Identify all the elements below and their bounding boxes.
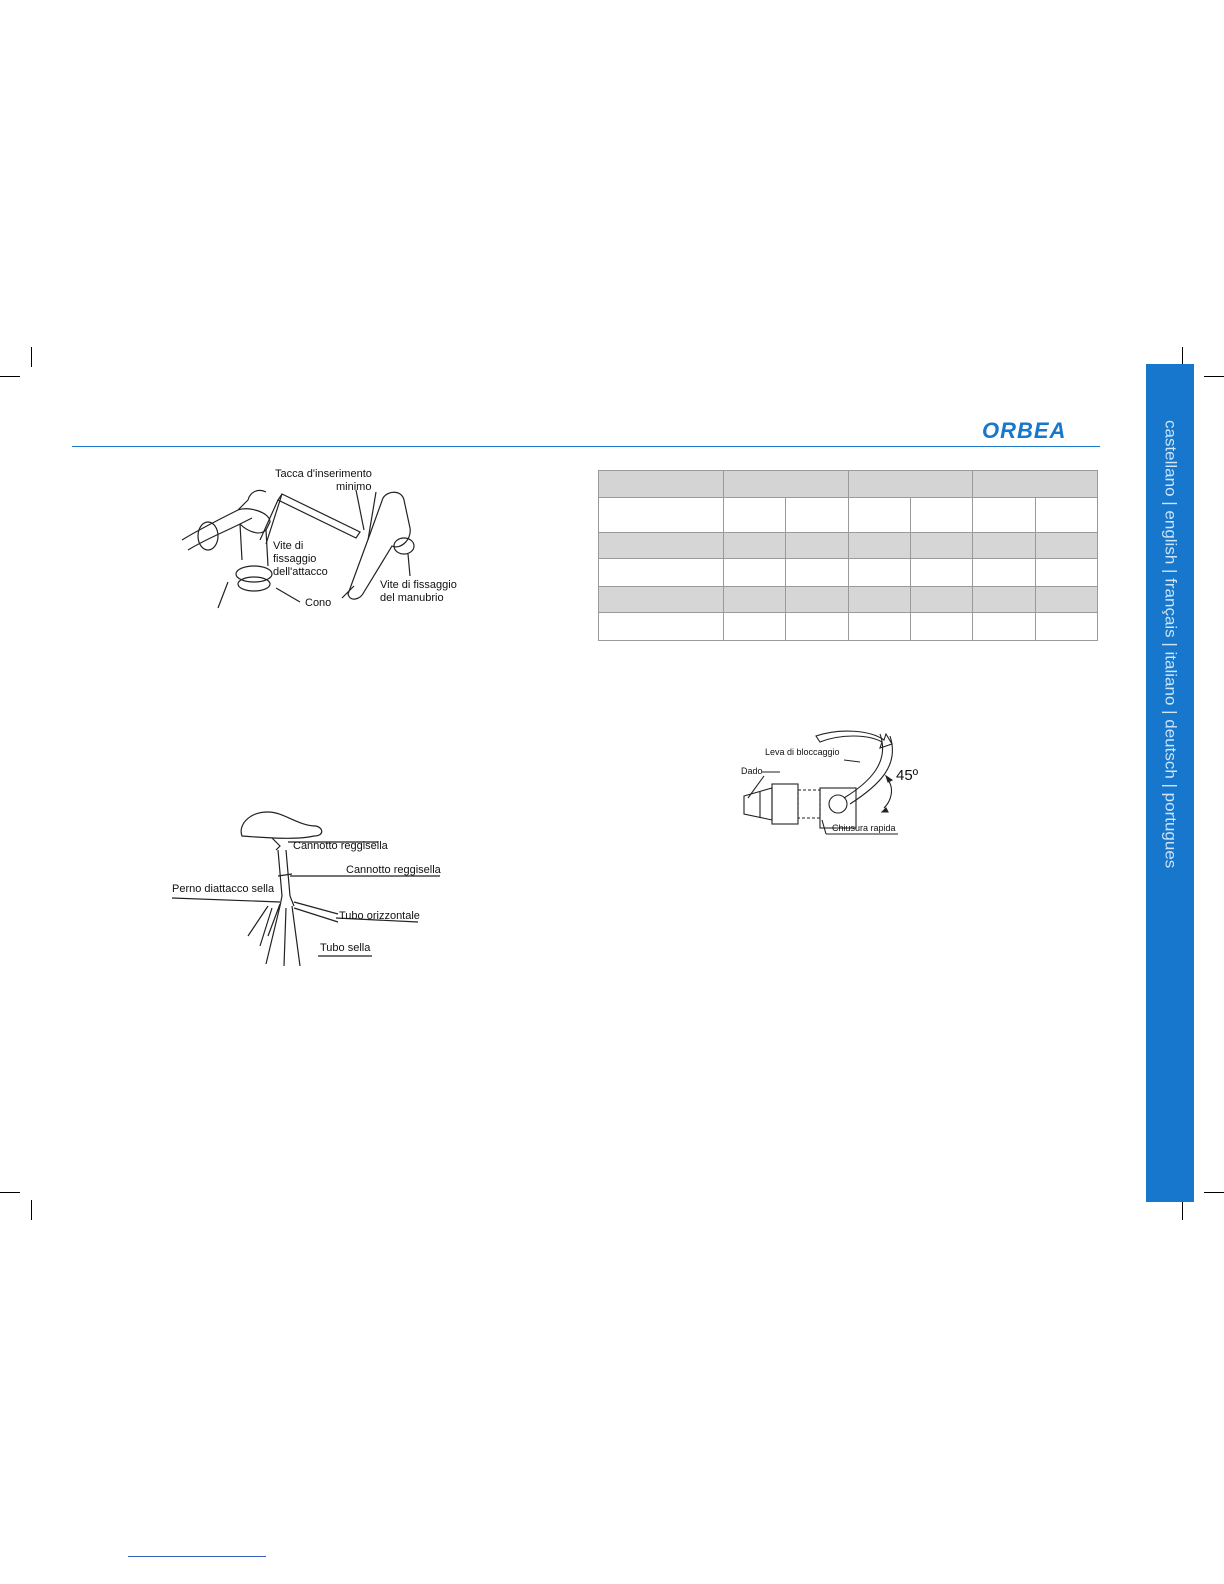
- table-cell: [598, 497, 724, 533]
- table-cell: [972, 558, 1036, 587]
- table-cell: [785, 586, 849, 613]
- seatpost-illustration: [171, 811, 440, 966]
- table-cell: [909, 497, 974, 533]
- table-cell: [722, 558, 787, 587]
- table-row: [598, 612, 1099, 641]
- label-bar-bolt: Vite di fissaggio: [380, 579, 457, 591]
- table-cell: [972, 612, 1036, 641]
- table-cell: [785, 497, 849, 533]
- table-cell: [785, 612, 849, 641]
- table-cell: [847, 586, 911, 613]
- label-top-tube: Tubo orizzontale: [339, 910, 420, 922]
- table-cell: [722, 497, 787, 533]
- label-nut: Dado: [741, 766, 763, 776]
- label-seat-tube: Tubo sella: [320, 942, 371, 954]
- table-cell: [785, 558, 849, 587]
- table-header-row: [598, 470, 1098, 498]
- table-cell: [598, 558, 724, 587]
- table-cell: [1034, 532, 1099, 559]
- table-header-cell: [847, 470, 974, 498]
- crop-mark: [31, 1200, 32, 1220]
- spec-table: [598, 470, 1099, 641]
- orbea-logo: ORBEA: [982, 418, 1066, 443]
- quick-release-illustration: [743, 730, 898, 835]
- table-cell: [722, 586, 787, 613]
- table-row: [598, 497, 1099, 533]
- header-rule: [72, 446, 1100, 447]
- crop-mark: [1204, 1192, 1224, 1193]
- label-cone: Cono: [305, 597, 332, 609]
- table-cell: [972, 532, 1036, 559]
- logo-text: ORBEA: [982, 418, 1066, 443]
- table-cell: [1034, 497, 1099, 533]
- label-seatpost-1: Cannotto reggisella: [293, 840, 388, 852]
- table-header-cell: [598, 470, 724, 498]
- table-header-cell: [723, 470, 849, 498]
- crop-mark: [1204, 376, 1224, 377]
- table-cell: [909, 612, 974, 641]
- table-cell: [847, 558, 911, 587]
- table-cell: [598, 532, 724, 559]
- table-cell: [847, 497, 911, 533]
- table-cell: [1034, 586, 1099, 613]
- label-stem-bolt-3: dell'attacco: [273, 566, 328, 578]
- table-cell: [598, 586, 724, 613]
- label-lever: Leva di bloccaggio: [765, 747, 840, 757]
- language-tab: [1146, 364, 1194, 1202]
- label-seatpost-2: Cannotto reggisella: [346, 864, 441, 876]
- crop-mark: [31, 347, 32, 367]
- bottom-rule: [128, 1556, 266, 1557]
- language-list: castellano | english | français | italia…: [1161, 420, 1179, 869]
- table-cell: [847, 532, 911, 559]
- label-quick-release: Chiusura rapida: [832, 823, 896, 833]
- label-min-insertion-2: minimo: [336, 481, 372, 493]
- table-row: [598, 586, 1099, 613]
- crop-mark: [0, 1192, 20, 1193]
- crop-mark: [0, 376, 20, 377]
- table-cell: [847, 612, 911, 641]
- table-cell: [722, 532, 787, 559]
- label-stem-bolt-2: fissaggio: [273, 553, 317, 565]
- crop-mark: [1182, 347, 1183, 367]
- table-cell: [722, 612, 787, 641]
- table-cell: [1034, 612, 1099, 641]
- label-min-insertion: Tacca d'inserimento: [275, 468, 372, 480]
- table-row: [598, 532, 1099, 559]
- table-cell: [1034, 558, 1099, 587]
- table-cell: [785, 532, 849, 559]
- table-header-cell: [972, 470, 1098, 498]
- table-cell: [909, 558, 974, 587]
- crop-mark: [1182, 1200, 1183, 1220]
- stem-illustration: [181, 489, 415, 609]
- label-stem-bolt: Vite di: [273, 540, 304, 552]
- table-cell: [909, 532, 974, 559]
- table-row: [598, 558, 1099, 587]
- label-saddle-pin: Perno diattacco sella: [172, 883, 275, 895]
- table-cell: [972, 586, 1036, 613]
- table-cell: [598, 612, 724, 641]
- label-bar-bolt-2: del manubrio: [380, 592, 444, 604]
- label-angle: 45º: [896, 767, 919, 784]
- table-cell: [972, 497, 1036, 533]
- table-cell: [909, 586, 974, 613]
